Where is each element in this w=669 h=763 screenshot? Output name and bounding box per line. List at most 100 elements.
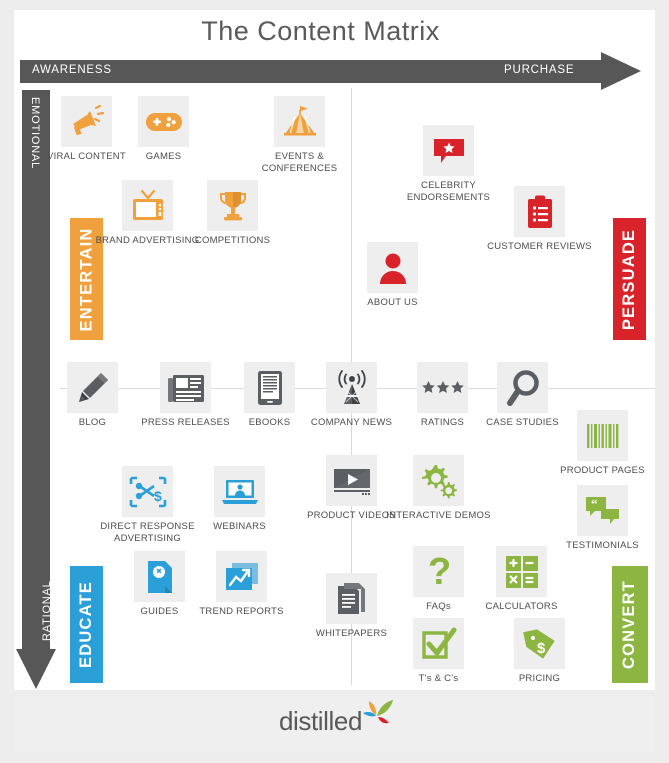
horizontal-axis-arrowhead-icon	[601, 52, 641, 90]
matrix-item-label: VIRAL CONTENT	[47, 151, 126, 162]
matrix-item-case-studies[interactable]: CASE STUDIES	[486, 362, 578, 429]
television-icon	[122, 180, 173, 231]
matrix-item-label: FAQs	[426, 601, 451, 612]
matrix-item-label: TESTIMONIALS	[566, 540, 639, 551]
star-speech-bubble-icon	[423, 125, 474, 176]
laptop-presenter-icon	[214, 466, 265, 517]
matrix-item-label: WEBINARS	[213, 521, 266, 532]
quadrant-label-persuade-text: PERSUADE	[620, 228, 639, 330]
vertical-axis-arrowhead-icon	[16, 649, 56, 689]
matrix-item-label: PRICING	[518, 673, 561, 684]
vertical-axis-bar	[22, 90, 50, 650]
tent-icon	[274, 96, 325, 147]
matrix-item-label: CELEBRITY ENDORSEMENTS	[406, 180, 491, 203]
matrix-item-brand-advertising[interactable]: BRAND ADVERTISING	[96, 180, 203, 247]
quadrant-label-educate: EDUCATE	[70, 566, 103, 683]
matrix-item-testimonials[interactable]: “ TESTIMONIALS	[566, 485, 658, 552]
matrix-item-label: EVENTS & CONFERENCES	[261, 151, 338, 174]
matrix-item-blog[interactable]: BLOG	[67, 362, 148, 429]
matrix-item-webinars[interactable]: WEBINARS	[213, 466, 295, 533]
distilled-logo-mark-icon	[357, 694, 399, 735]
matrix-item-label: GAMES	[145, 151, 182, 162]
person-icon	[367, 242, 418, 293]
matrix-item-label: ABOUT US	[367, 297, 418, 308]
price-tag-icon: $	[514, 618, 565, 669]
quadrant-label-convert-text: CONVERT	[620, 579, 639, 670]
matrix-item-company-news[interactable]: COMPANY NEWS	[311, 362, 407, 429]
matrix-item-competitions[interactable]: COMPETITIONS	[195, 180, 288, 247]
quadrant-label-educate-text: EDUCATE	[77, 581, 95, 668]
matrix-item-label: RATINGS	[420, 417, 465, 428]
video-player-icon	[326, 455, 377, 506]
page-title: The Content Matrix	[201, 16, 440, 46]
matrix-item-terms-conditions[interactable]: T's & C's	[413, 618, 494, 685]
svg-text:?: ?	[428, 553, 451, 591]
trend-chart-icon	[216, 551, 267, 602]
coupon-scissors-icon: $	[122, 466, 173, 517]
question-mark-icon: ?	[413, 546, 464, 597]
broadcast-tower-icon	[326, 362, 377, 413]
quadrant-label-entertain: ENTERTAIN	[70, 218, 103, 340]
matrix-item-games[interactable]: GAMES	[138, 96, 219, 163]
matrix-item-ratings[interactable]: RATINGS	[417, 362, 498, 429]
clipboard-list-icon	[514, 186, 565, 237]
matrix-item-events-conferences[interactable]: EVENTS & CONFERENCES	[262, 96, 355, 174]
svg-text:$: $	[537, 640, 546, 657]
matrix-item-customer-reviews[interactable]: CUSTOMER REVIEWS	[487, 186, 595, 253]
matrix-item-label: CUSTOMER REVIEWS	[487, 241, 592, 252]
megaphone-icon	[61, 96, 112, 147]
matrix-item-interactive-demos[interactable]: INTERACTIVE DEMOS	[386, 455, 494, 522]
matrix-item-label: CALCULATORS	[485, 601, 558, 612]
matrix-item-product-pages[interactable]: PRODUCT PAGES	[560, 410, 658, 477]
matrix-item-label: PRODUCT PAGES	[560, 465, 645, 476]
gamepad-icon	[138, 96, 189, 147]
matrix-item-viral-content[interactable]: VIRAL CONTENT	[47, 96, 142, 163]
newspaper-icon	[160, 362, 211, 413]
quadrant-label-convert: CONVERT	[612, 566, 648, 683]
ereader-icon	[244, 362, 295, 413]
trophy-icon	[207, 180, 258, 231]
matrix-item-press-releases[interactable]: PRESS RELEASES	[141, 362, 241, 429]
matrix-item-pricing[interactable]: $ PRICING	[514, 618, 595, 685]
matrix-item-label: TREND REPORTS	[199, 606, 284, 617]
matrix-item-label: EBOOKS	[248, 417, 291, 428]
magnifier-icon	[497, 362, 548, 413]
axis-label-purchase: PURCHASE	[504, 64, 575, 76]
matrix-item-label: COMPANY NEWS	[310, 417, 393, 428]
matrix-item-direct-response-advertising[interactable]: $ DIRECT RESPONSE ADVERTISING	[100, 466, 203, 544]
matrix-item-label: CASE STUDIES	[486, 417, 559, 428]
matrix-item-label: T's & C's	[418, 673, 459, 684]
calculator-icon	[496, 546, 547, 597]
footer-logo: distilled	[0, 700, 641, 737]
matrix-item-label: DIRECT RESPONSE ADVERTISING	[100, 521, 195, 544]
matrix-item-celebrity-endorsements[interactable]: CELEBRITY ENDORSEMENTS	[407, 125, 504, 203]
quote-bubbles-icon: “	[577, 485, 628, 536]
documents-icon	[326, 573, 377, 624]
axis-label-rational: RATIONAL	[41, 580, 53, 641]
matrix-item-label: INTERACTIVE DEMOS	[386, 510, 491, 521]
barcode-icon	[577, 410, 628, 461]
svg-text:“: “	[591, 496, 598, 511]
matrix-item-label: WHITEPAPERS	[315, 628, 388, 639]
brand-name: distilled	[278, 706, 363, 736]
matrix-item-whitepapers[interactable]: WHITEPAPERS	[316, 573, 407, 640]
matrix-item-product-videos[interactable]: PRODUCT VIDEOS	[307, 455, 407, 522]
svg-text:$: $	[154, 488, 162, 504]
matrix-item-calculators[interactable]: CALCULATORS	[485, 546, 577, 613]
footer-band	[14, 696, 655, 753]
axis-label-awareness: AWARENESS	[32, 64, 112, 76]
pencil-icon	[67, 362, 118, 413]
matrix-item-guides[interactable]: GUIDES	[134, 551, 215, 618]
gears-icon	[413, 455, 464, 506]
matrix-item-label: BRAND ADVERTISING	[95, 235, 200, 246]
matrix-item-label: PRODUCT VIDEOS	[307, 510, 396, 521]
three-stars-icon	[417, 362, 468, 413]
matrix-item-trend-reports[interactable]: TREND REPORTS	[199, 551, 297, 618]
matrix-item-label: COMPETITIONS	[194, 235, 271, 246]
matrix-item-ebooks[interactable]: EBOOKS	[244, 362, 325, 429]
matrix-item-about-us[interactable]: ABOUT US	[367, 242, 448, 309]
guide-document-icon	[134, 551, 185, 602]
matrix-item-faqs[interactable]: ? FAQs	[413, 546, 494, 613]
checkbox-tick-icon	[413, 618, 464, 669]
